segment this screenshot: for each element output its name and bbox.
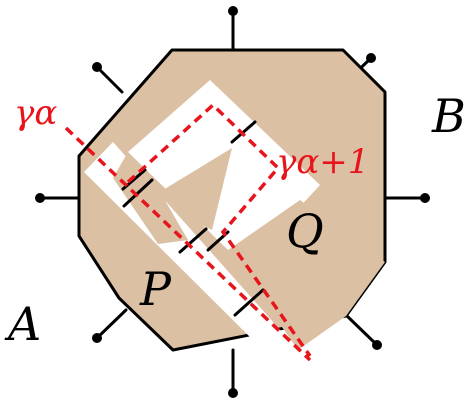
leg-bottom-right [344, 313, 379, 347]
gamma-alpha-plus-1-curve [126, 102, 312, 358]
leg-dot-bottom-left [92, 333, 102, 343]
tick-3 [233, 288, 265, 317]
label-gamma-alpha-plus-1: γα+1 [276, 142, 369, 182]
leg-dot-bottom-right [372, 340, 382, 350]
leg-dot-top-right [366, 53, 376, 63]
label-region-b: B [431, 89, 466, 143]
land-right-of-hole [228, 200, 385, 350]
leg-endpoints [35, 6, 430, 398]
leg-dot-left [35, 193, 45, 203]
label-region-p: P [139, 262, 172, 316]
tick-1 [122, 178, 154, 208]
leg-top-left [95, 65, 124, 94]
inner-hole-land [163, 148, 232, 230]
leg-dot-right [420, 193, 430, 203]
label-region-q: Q [286, 204, 324, 258]
tick-2 [178, 227, 208, 254]
gamma-alpha-curve [64, 126, 312, 362]
leg-dot-top [228, 6, 238, 16]
land-left-of-hole [113, 152, 188, 244]
leg-dot-top-left [92, 62, 102, 72]
label-region-a: A [4, 297, 41, 351]
tick-5 [230, 120, 257, 144]
gamma-curves [64, 102, 312, 362]
label-gamma-alpha: γα [14, 93, 57, 133]
leg-dot-bottom [228, 388, 238, 398]
leg-bottom-left [95, 308, 128, 340]
